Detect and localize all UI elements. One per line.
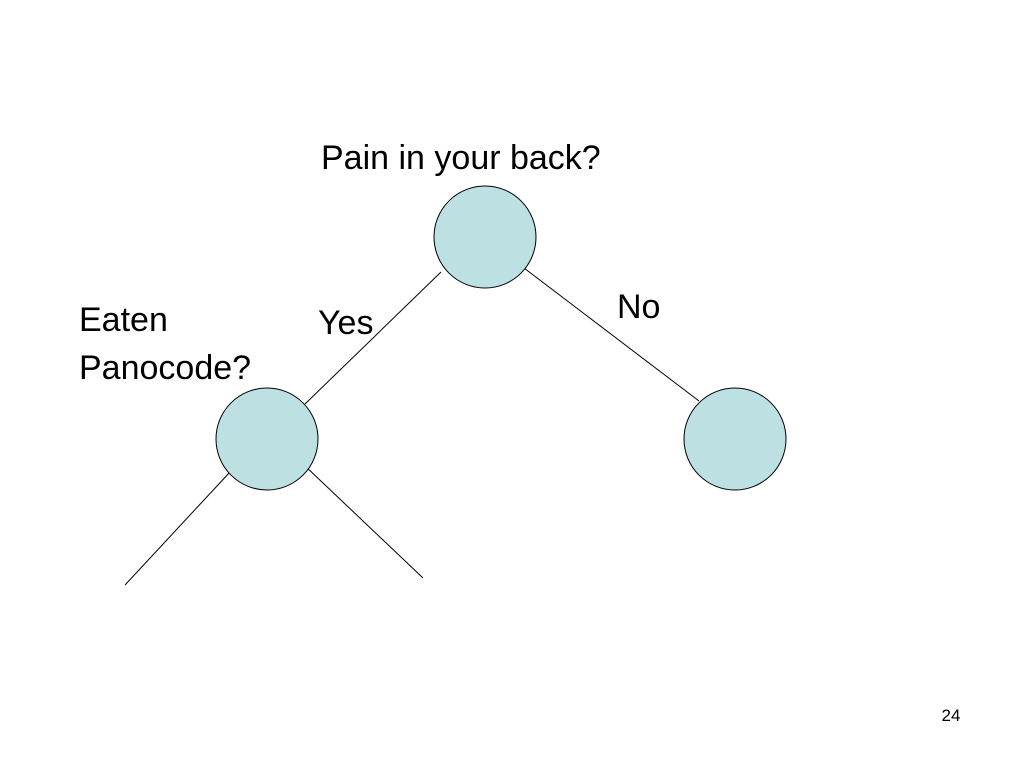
edge-left-right bbox=[302, 463, 424, 579]
page-number: 24 bbox=[941, 706, 961, 725]
left-question-line2: Panocode? bbox=[79, 349, 252, 387]
root-question-label: Pain in your back? bbox=[321, 139, 601, 177]
edge-left-left bbox=[124, 471, 231, 586]
yes-node bbox=[215, 387, 319, 491]
yes-branch-label: Yes bbox=[318, 304, 374, 342]
root-node bbox=[433, 185, 537, 289]
left-question-label: Eaten Panocode? bbox=[79, 296, 251, 392]
edge-root-no bbox=[523, 267, 700, 402]
left-question-line1: Eaten bbox=[79, 301, 168, 339]
no-node bbox=[683, 387, 787, 491]
edge-root-yes bbox=[304, 271, 442, 405]
no-branch-label: No bbox=[617, 288, 661, 326]
